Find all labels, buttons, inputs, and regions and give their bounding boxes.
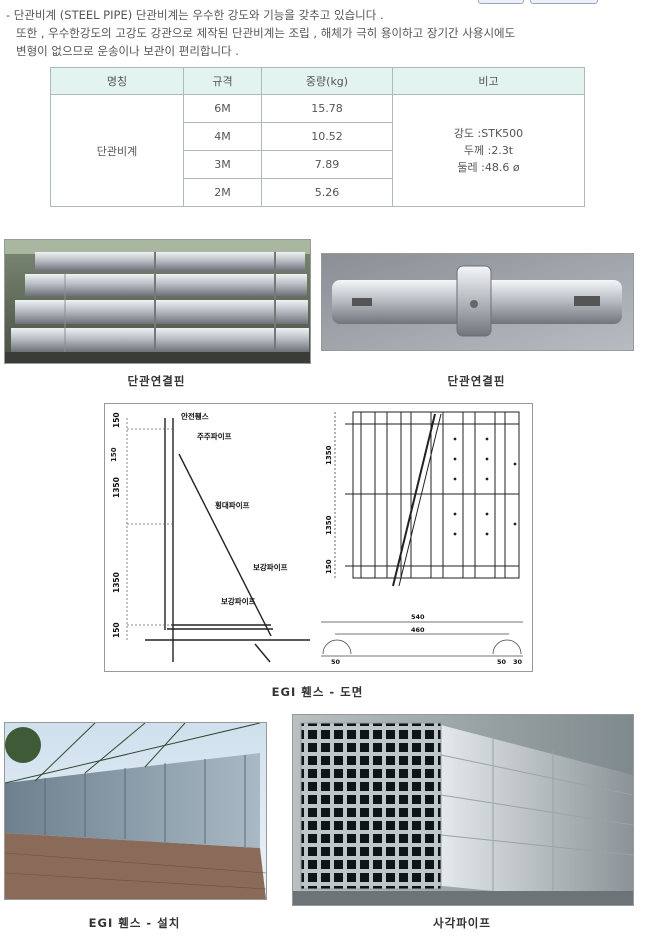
label-brace-pipe-1: 보강파이프 xyxy=(253,562,288,572)
intro-text: - 단관비계 (STEEL PIPE) 단관비계는 우수한 강도와 기능을 갖추… xyxy=(6,6,636,60)
dim-bottom-label-3: 50 xyxy=(497,658,507,666)
table-row: 단관비계 6M 15.78 강도 :STK500 두께 :2.3t 둘레 :48… xyxy=(50,94,585,207)
note-circumference: 둘레 :48.6 ø xyxy=(457,161,520,174)
pipes-photo xyxy=(4,239,311,364)
weight-cell: 10.52 xyxy=(261,122,393,151)
table-row: 2M 5.26 xyxy=(51,178,585,207)
square-pipe-photo xyxy=(292,714,634,906)
dim-right-label-1: 1350 xyxy=(325,515,333,535)
label-main-pipe: 주주파이프 xyxy=(197,431,232,441)
label-safety-fence: 안전휀스 xyxy=(181,411,209,421)
note-strength: 강도 :STK500 xyxy=(453,127,524,140)
header-weight: 중량(kg) xyxy=(261,67,393,95)
dim-right-label-2: 150 xyxy=(325,559,333,574)
dim-left-label-1: 1350 xyxy=(112,477,121,498)
note-thickness: 두께 :2.3t xyxy=(463,144,514,157)
header-size: 규격 xyxy=(183,67,262,95)
product-name-cell: 단관비계 xyxy=(50,94,184,207)
table-header-row: 명칭 규격 중량(kg) 비고 xyxy=(50,67,585,95)
top-button-right[interactable] xyxy=(530,0,598,4)
size-cell: 3M xyxy=(183,150,262,179)
label-cross-pipe: 횡대파이프 xyxy=(215,500,250,510)
table-row: 3M 7.89 xyxy=(51,150,585,179)
top-button-left[interactable] xyxy=(478,0,524,4)
weight-cell: 5.26 xyxy=(261,178,393,207)
fence-drawing: 150 150 1350 1350 150 안전휀스 주주파이프 횡대파이프 보… xyxy=(104,403,533,672)
dim-left-label-0: 150 xyxy=(112,412,121,428)
caption-pin: 단관연결핀 xyxy=(447,374,506,388)
dim-left-0: 150 xyxy=(110,447,118,462)
dim-bottom-label-2: 50 xyxy=(331,658,341,666)
size-cell: 6M xyxy=(183,94,262,123)
dim-right-label-0: 1350 xyxy=(325,445,333,465)
intro-line-1: - 단관비계 (STEEL PIPE) 단관비계는 우수한 강도와 기능을 갖추… xyxy=(6,8,384,22)
dim-left-label-3: 150 xyxy=(112,622,121,638)
header-note: 비고 xyxy=(392,67,585,95)
dim-bottom-label-0: 540 xyxy=(411,613,425,621)
caption-pipes: 단관연결핀 xyxy=(127,374,186,388)
dim-bottom-label-1: 460 xyxy=(411,626,425,634)
note-cell: 강도 :STK500 두께 :2.3t 둘레 :48.6 ø xyxy=(392,94,585,207)
size-cell: 4M xyxy=(183,122,262,151)
dim-bottom-label-4: 30 xyxy=(513,658,523,666)
pin-photo xyxy=(321,253,634,351)
weight-cell: 15.78 xyxy=(261,94,393,123)
caption-square-pipe: 사각파이프 xyxy=(433,916,491,930)
table-row: 4M 10.52 xyxy=(51,122,585,151)
intro-line-3: 변형이 없으므로 운송이나 보관이 편리합니다 . xyxy=(16,44,239,58)
caption-install: EGI 휀스 - 설치 xyxy=(88,916,181,930)
caption-drawing: EGI 휀스 - 도면 xyxy=(271,685,364,699)
dim-left-label-2: 1350 xyxy=(112,572,121,593)
label-brace-pipe-2: 보강파이프 xyxy=(221,596,256,606)
spec-table: 명칭 규격 중량(kg) 비고 단관비계 6M 15.78 강도 :STK500… xyxy=(50,67,585,207)
intro-line-2: 또한 , 우수한강도의 고강도 강관으로 제작된 단관비계는 조립 , 해체가 … xyxy=(16,26,516,40)
fence-install-photo xyxy=(4,722,267,900)
size-cell: 2M xyxy=(183,178,262,207)
weight-cell: 7.89 xyxy=(261,150,393,179)
header-name: 명칭 xyxy=(50,67,184,95)
